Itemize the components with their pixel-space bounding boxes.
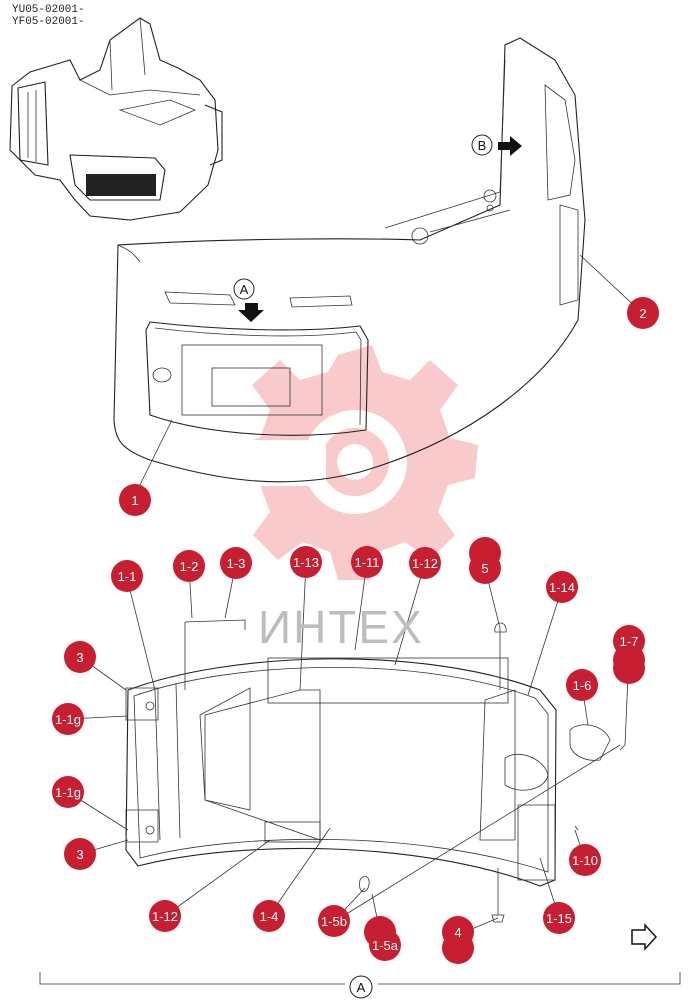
view-b-arrow-icon [498,136,522,156]
callout-label: 1-14 [549,580,575,595]
callout-1-1: 1-1 [111,560,143,592]
rear-cover-assembly [113,37,586,483]
view-marker-a-top: A [233,278,255,300]
callout-1-5b: 1-5b [318,905,350,937]
callout-4: 4 [442,916,474,948]
callout-1-10: 1-10 [569,844,601,876]
door-exploded-view [39,619,681,985]
callout-1-1g: 1-1g [52,703,84,735]
callout-label: 1 [131,493,138,508]
callout-label: 1-3 [227,556,246,571]
watermark-text: ИНТЕХ [258,601,424,653]
callout-3: 3 [64,641,96,673]
callout-label: 1-15 [546,911,572,926]
callout-label: 1-7 [620,634,639,649]
callout-label: 1-2 [180,559,199,574]
serial-range-2: YF05-02001- [12,16,85,28]
view-marker-b-label: B [478,138,487,153]
callout-label: 1-1g [55,712,81,727]
callout-3: 3 [64,838,96,870]
callout-label: 5 [481,561,488,576]
callout-1-3: 1-3 [220,547,252,579]
view-a-arrow-icon [238,303,264,322]
callout-label: 1-6 [573,678,592,693]
callout-1-2: 1-2 [173,550,205,582]
callout-label: 1-5a [372,938,399,953]
callout-1-14: 1-14 [546,571,578,603]
callout-1-13: 1-13 [290,546,322,578]
view-marker-b: B [471,134,493,156]
excavator-thumbnail [9,17,223,221]
callout-1-4: 1-4 [253,900,285,932]
callout-1-1g: 1-1g [52,776,84,808]
callout-1-12: 1-12 [149,900,181,932]
view-marker-a-bottom: A [349,975,373,999]
callout-1: 1 [119,484,151,516]
callout-2: 2 [627,297,659,329]
callout-label: 3 [76,847,83,862]
callout-label: 1-12 [152,909,178,924]
callout-label: 2 [639,306,646,321]
callout-1-5a: 1-5a [369,929,401,961]
callout-label: 1-11 [354,555,379,570]
callout-1-11: 1-11 [351,546,383,578]
callout-label: 4 [454,925,461,940]
callout-label: 1-4 [260,909,279,924]
gear-watermark-logo [196,345,478,580]
callout-1-6: 1-6 [566,669,598,701]
view-marker-a-top-label: A [240,282,249,297]
next-page-arrow-icon [631,923,658,951]
callout-1-12: 1-12 [409,547,441,579]
callout-label: 1-13 [293,555,319,570]
callout-layer: 1 2 1-1 1-2 1-3 1-13 1-11 1-12 5 1-14 1-7 1-6 3 1-1g 1… [52,297,659,961]
callout-label: 1-10 [572,853,598,868]
callout-1-7: 1-7 [613,625,645,657]
callout-1-15: 1-15 [543,902,575,934]
callout-label: 1-12 [412,556,438,571]
callout-label: 1-5b [321,914,347,929]
serial-range-1: YU05-02001- [12,4,85,16]
view-marker-a-bottom-label: A [357,980,366,995]
callout-label: 3 [76,650,83,665]
callout-label: 1-1 [118,569,137,584]
callout-5: 5 [469,552,501,584]
callout-label: 1-1g [55,785,81,800]
